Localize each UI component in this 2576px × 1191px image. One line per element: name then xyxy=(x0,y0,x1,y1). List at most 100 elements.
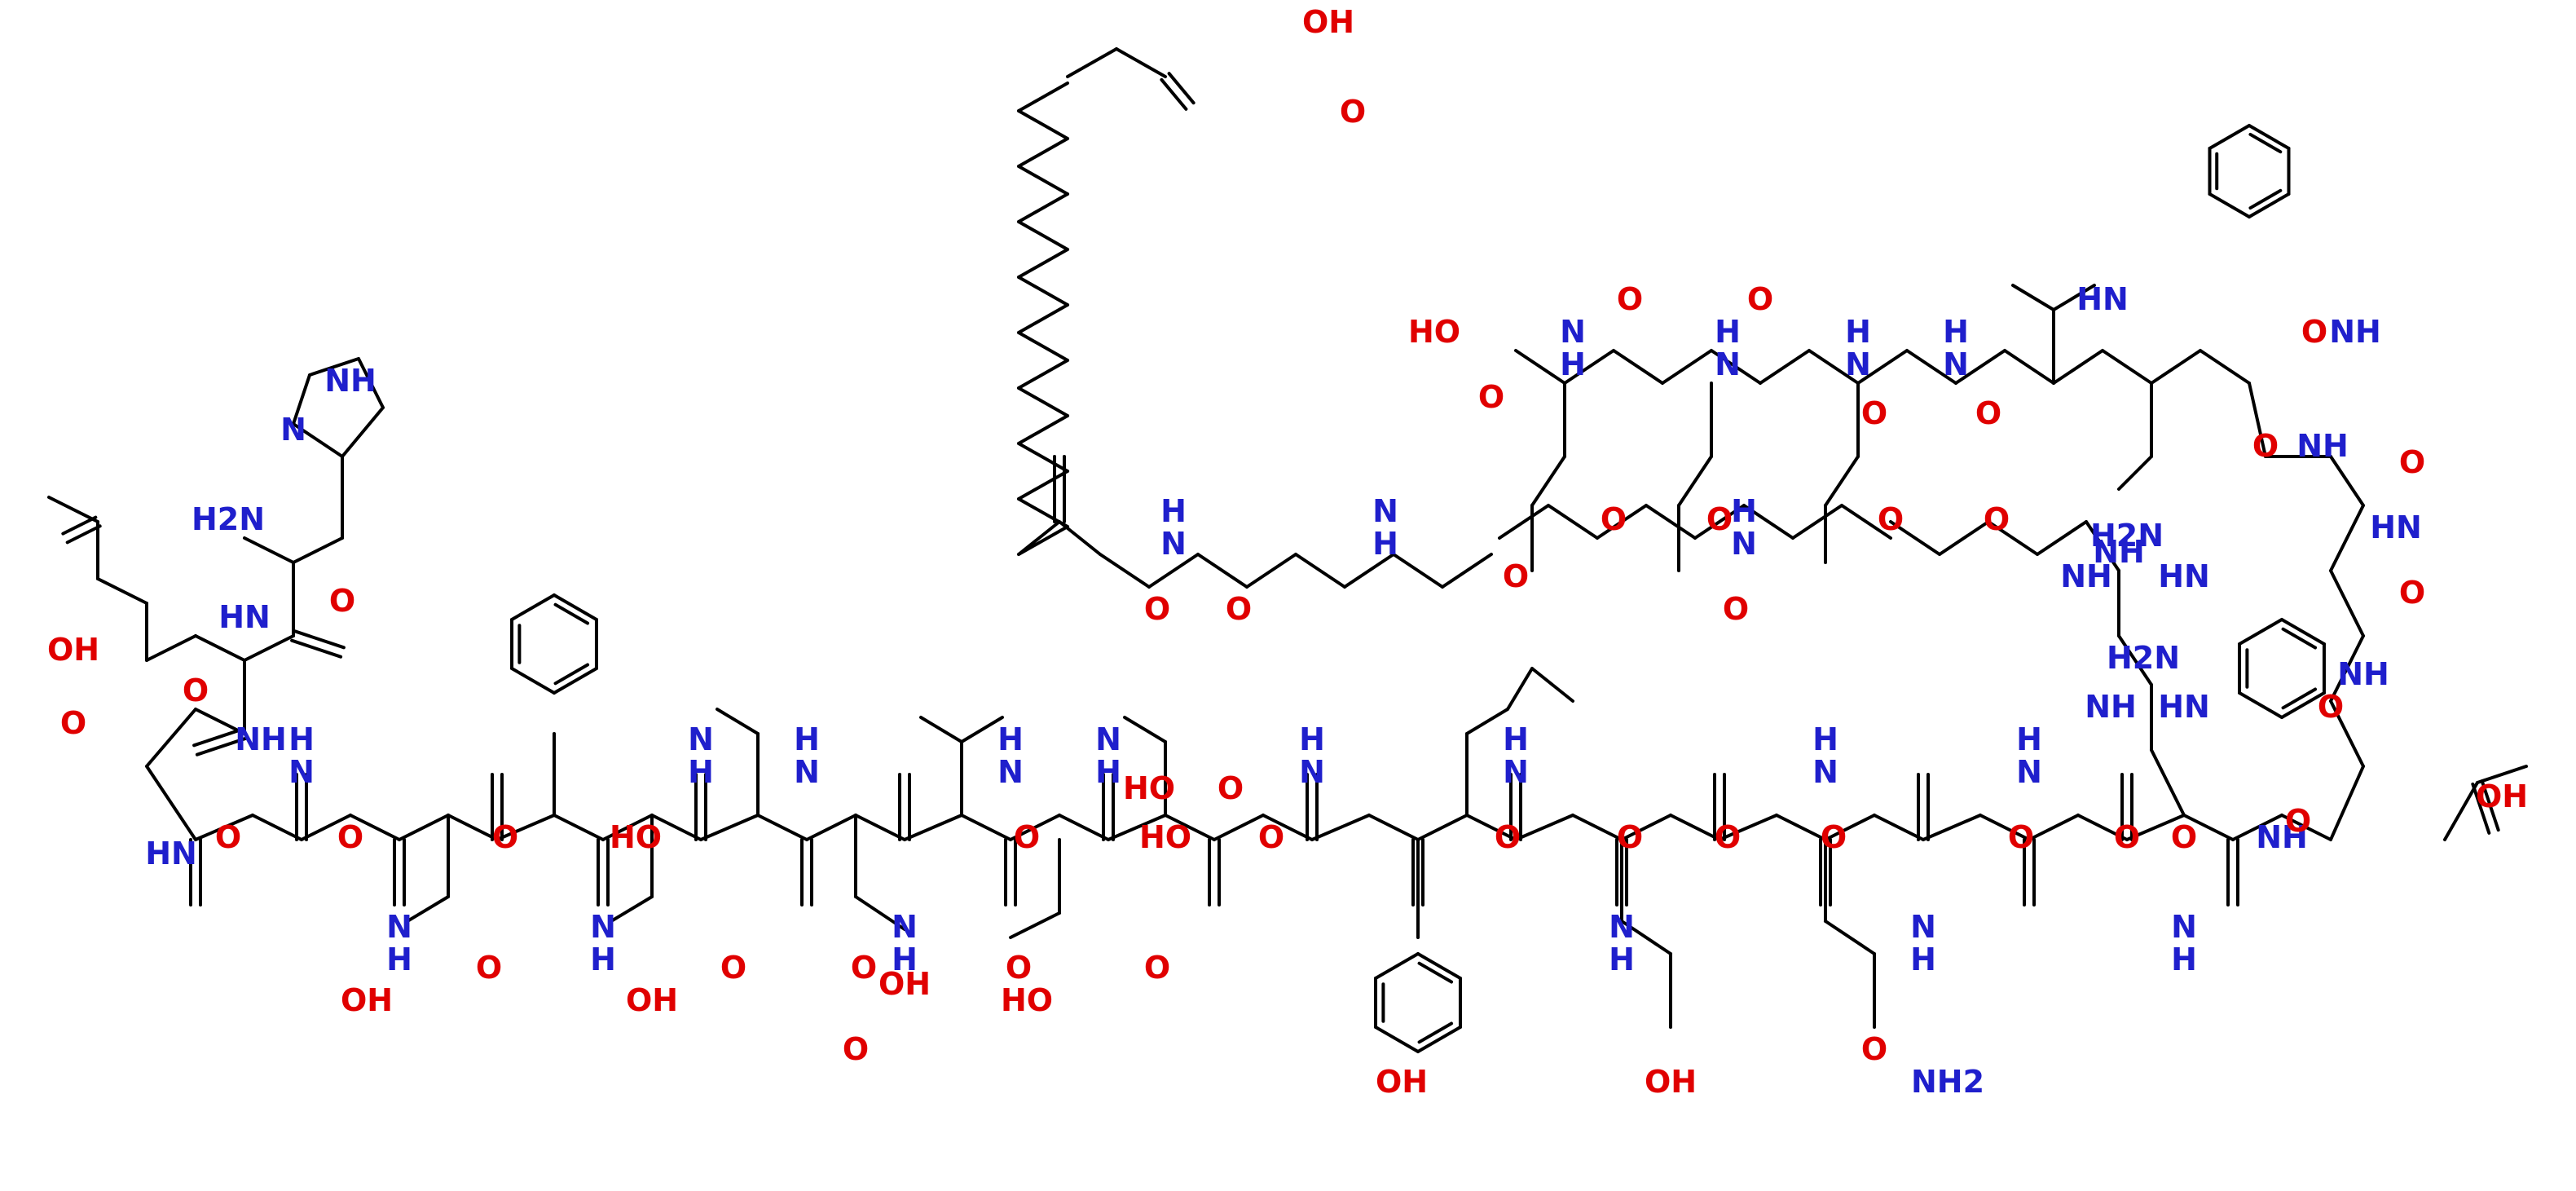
atom-label: O xyxy=(2114,819,2140,855)
bond xyxy=(1009,814,1061,841)
bond xyxy=(1017,137,1069,168)
bond xyxy=(251,814,303,841)
bond xyxy=(398,814,450,841)
atom-label: H xyxy=(688,754,714,790)
bond xyxy=(2036,520,2088,556)
bond xyxy=(553,602,590,625)
bond xyxy=(2443,781,2479,841)
bond xyxy=(2248,124,2291,150)
atom-label: HN xyxy=(145,836,197,871)
bond xyxy=(601,814,654,841)
atom-label: H xyxy=(288,721,315,757)
atom-label: NH xyxy=(2093,534,2145,570)
bond xyxy=(2208,124,2251,150)
bond xyxy=(357,357,385,409)
atom-label: O xyxy=(60,705,86,741)
bond xyxy=(2238,691,2283,719)
bond xyxy=(1017,359,1069,390)
bond xyxy=(1938,520,1990,556)
atom-label: O xyxy=(2252,428,2279,464)
bond xyxy=(1417,1021,1454,1044)
bond xyxy=(2150,349,2202,385)
atom-label: NH xyxy=(2085,689,2137,725)
bond xyxy=(2003,349,2055,385)
bond xyxy=(2231,814,2283,841)
bond xyxy=(1066,47,1118,78)
bond xyxy=(1954,349,2006,385)
atom-label: O xyxy=(851,950,877,986)
atom-label: N xyxy=(1095,721,1121,757)
bond xyxy=(1612,349,1664,385)
atom-label: N xyxy=(1845,346,1871,382)
atom-label: N xyxy=(2016,754,2042,790)
bond xyxy=(2101,349,2153,385)
atom-label: H xyxy=(1299,721,1325,757)
bond xyxy=(243,634,295,662)
atom-label: H xyxy=(1503,721,1529,757)
bond xyxy=(1213,814,1265,841)
bond xyxy=(1058,814,1110,841)
bond xyxy=(1889,520,1941,556)
atom-label: N xyxy=(1943,346,1969,382)
atom-label: H xyxy=(892,942,918,977)
bond xyxy=(1017,414,1069,445)
atom-label: O xyxy=(1861,1031,1887,1067)
bond xyxy=(2248,192,2291,218)
atom-label: HN xyxy=(2158,689,2210,725)
bond xyxy=(1367,814,1420,841)
bond xyxy=(1310,814,1371,841)
bond xyxy=(1017,497,1069,528)
bond xyxy=(2248,382,2267,458)
atom-label: OH xyxy=(47,632,99,668)
bond xyxy=(1245,553,1297,589)
atom-label: H xyxy=(1095,754,1121,790)
atom-label: O xyxy=(1975,395,2001,431)
bond xyxy=(1017,220,1069,251)
bond xyxy=(2076,814,2129,841)
atom-label: N xyxy=(1910,909,1936,945)
atom-label: H xyxy=(2016,721,2042,757)
atom-label: OH xyxy=(1376,1064,1428,1100)
atom-label: NH xyxy=(324,363,376,399)
atom-label: H xyxy=(794,721,820,757)
atom-label: O xyxy=(1006,950,1032,986)
atom-label: N xyxy=(1812,754,1838,790)
bond xyxy=(1506,667,1534,711)
bond xyxy=(2117,455,2153,491)
atom-label: H xyxy=(1715,314,1741,350)
atom-label: O xyxy=(215,819,241,855)
bond xyxy=(1009,911,1061,939)
bond xyxy=(1343,553,1395,589)
atom-label: H xyxy=(1160,493,1187,529)
bond xyxy=(1017,82,1069,112)
bond xyxy=(2199,349,2251,385)
bond xyxy=(1563,349,1615,385)
bond xyxy=(2471,782,2491,835)
atom-label: N xyxy=(1609,909,1635,945)
atom-label: NH xyxy=(2256,819,2308,855)
bond xyxy=(1017,525,1069,556)
atom-label: N xyxy=(2171,909,2197,945)
bond xyxy=(553,663,590,686)
bond xyxy=(292,422,344,458)
bond xyxy=(1987,520,2039,556)
bond xyxy=(903,814,963,841)
bond xyxy=(2125,814,2186,841)
bond xyxy=(2281,687,2318,710)
bond xyxy=(1123,716,1167,743)
bond xyxy=(1530,667,1574,703)
atom-label: NH xyxy=(2060,558,2112,594)
atom-label: H2N xyxy=(192,501,265,537)
atom-label: HO xyxy=(610,819,662,855)
bond xyxy=(2248,188,2283,210)
bond xyxy=(805,814,857,841)
bond xyxy=(1262,814,1314,841)
atom-label: O xyxy=(1144,950,1170,986)
bond xyxy=(1465,708,1509,735)
atom-label: N xyxy=(1731,526,1757,562)
bond xyxy=(1824,920,1876,955)
bond xyxy=(349,814,401,841)
bond xyxy=(292,373,311,426)
atom-label: HO xyxy=(1001,982,1053,1018)
